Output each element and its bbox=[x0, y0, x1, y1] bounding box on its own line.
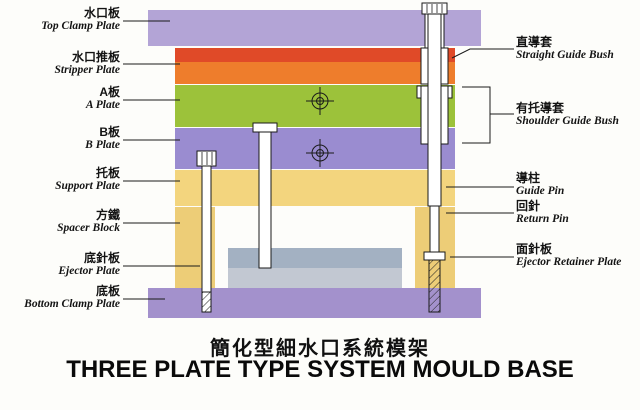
label-zh: 方鐵 bbox=[95, 208, 120, 222]
title-chinese: 簡化型細水口系統模架 bbox=[210, 338, 430, 360]
label-zh: 導柱 bbox=[516, 171, 541, 185]
label-zh: 托板 bbox=[95, 166, 120, 180]
label-guide-pin: 導柱 Guide Pin bbox=[516, 172, 564, 198]
label-zh: 直導套 bbox=[516, 35, 553, 49]
label-shoulder-guide-bush: 有托導套 Shoulder Guide Bush bbox=[516, 102, 619, 128]
label-return-pin: 回針 Return Pin bbox=[516, 200, 569, 226]
spacer-bolt-shape bbox=[196, 150, 217, 313]
label-en: B Plate bbox=[85, 139, 120, 151]
label-ejector-plate: 底針板 Ejector Plate bbox=[58, 252, 120, 278]
label-zh: 回針 bbox=[516, 199, 541, 213]
label-en: Ejector Plate bbox=[58, 265, 120, 277]
ejector-plate-shape bbox=[228, 268, 402, 288]
label-zh: 面針板 bbox=[516, 242, 553, 256]
label-en: Ejector Retainer Plate bbox=[516, 256, 622, 268]
label-b-plate: B板 B Plate bbox=[85, 126, 120, 152]
label-top-clamp-plate: 水口板 Top Clamp Plate bbox=[41, 7, 120, 33]
label-en: A Plate bbox=[85, 99, 120, 111]
label-ejector-retainer-plate: 面針板 Ejector Retainer Plate bbox=[516, 243, 621, 269]
screw-hole-symbol bbox=[306, 139, 334, 167]
label-en: Shoulder Guide Bush bbox=[516, 115, 619, 127]
label-en: Spacer Block bbox=[57, 222, 120, 234]
guide-pin-shape bbox=[421, 2, 448, 253]
label-en: Return Pin bbox=[516, 213, 569, 225]
label-zh: 有托導套 bbox=[516, 101, 565, 115]
stripper-plate-top-shape bbox=[175, 48, 455, 62]
title-english: THREE PLATE TYPE SYSTEM MOULD BASE bbox=[66, 356, 574, 383]
a-plate-shape bbox=[175, 85, 455, 127]
label-spacer-block: 方鐵 Spacer Block bbox=[57, 209, 120, 235]
ejector-pin-shape bbox=[252, 122, 278, 269]
label-en: Support Plate bbox=[55, 180, 120, 192]
b-plate-shape bbox=[175, 128, 455, 169]
label-zh: B板 bbox=[99, 125, 120, 139]
label-zh: A板 bbox=[99, 85, 120, 99]
label-zh: 水口板 bbox=[83, 6, 120, 20]
label-stripper-plate: 水口推板 Stripper Plate bbox=[55, 51, 121, 77]
label-bottom-clamp-plate: 底板 Bottom Clamp Plate bbox=[24, 285, 120, 311]
label-en: Guide Pin bbox=[516, 185, 565, 197]
label-support-plate: 托板 Support Plate bbox=[55, 167, 120, 193]
label-zh: 底板 bbox=[95, 284, 120, 298]
label-en: Stripper Plate bbox=[54, 64, 121, 76]
label-a-plate: A板 A Plate bbox=[86, 86, 120, 112]
label-straight-guide-bush: 直導套 Straight Guide Bush bbox=[516, 36, 614, 62]
return-pin-shape bbox=[423, 251, 446, 313]
label-zh: 底針板 bbox=[83, 251, 120, 265]
support-plate-shape bbox=[175, 170, 455, 206]
leader-lines bbox=[123, 20, 514, 300]
screw-hole-symbol bbox=[306, 87, 334, 115]
label-en: Bottom Clamp Plate bbox=[24, 298, 120, 310]
label-en: Straight Guide Bush bbox=[516, 49, 614, 61]
stripper-plate-shape bbox=[175, 62, 455, 84]
label-en: Top Clamp Plate bbox=[41, 20, 120, 32]
label-zh: 水口推板 bbox=[71, 50, 120, 64]
